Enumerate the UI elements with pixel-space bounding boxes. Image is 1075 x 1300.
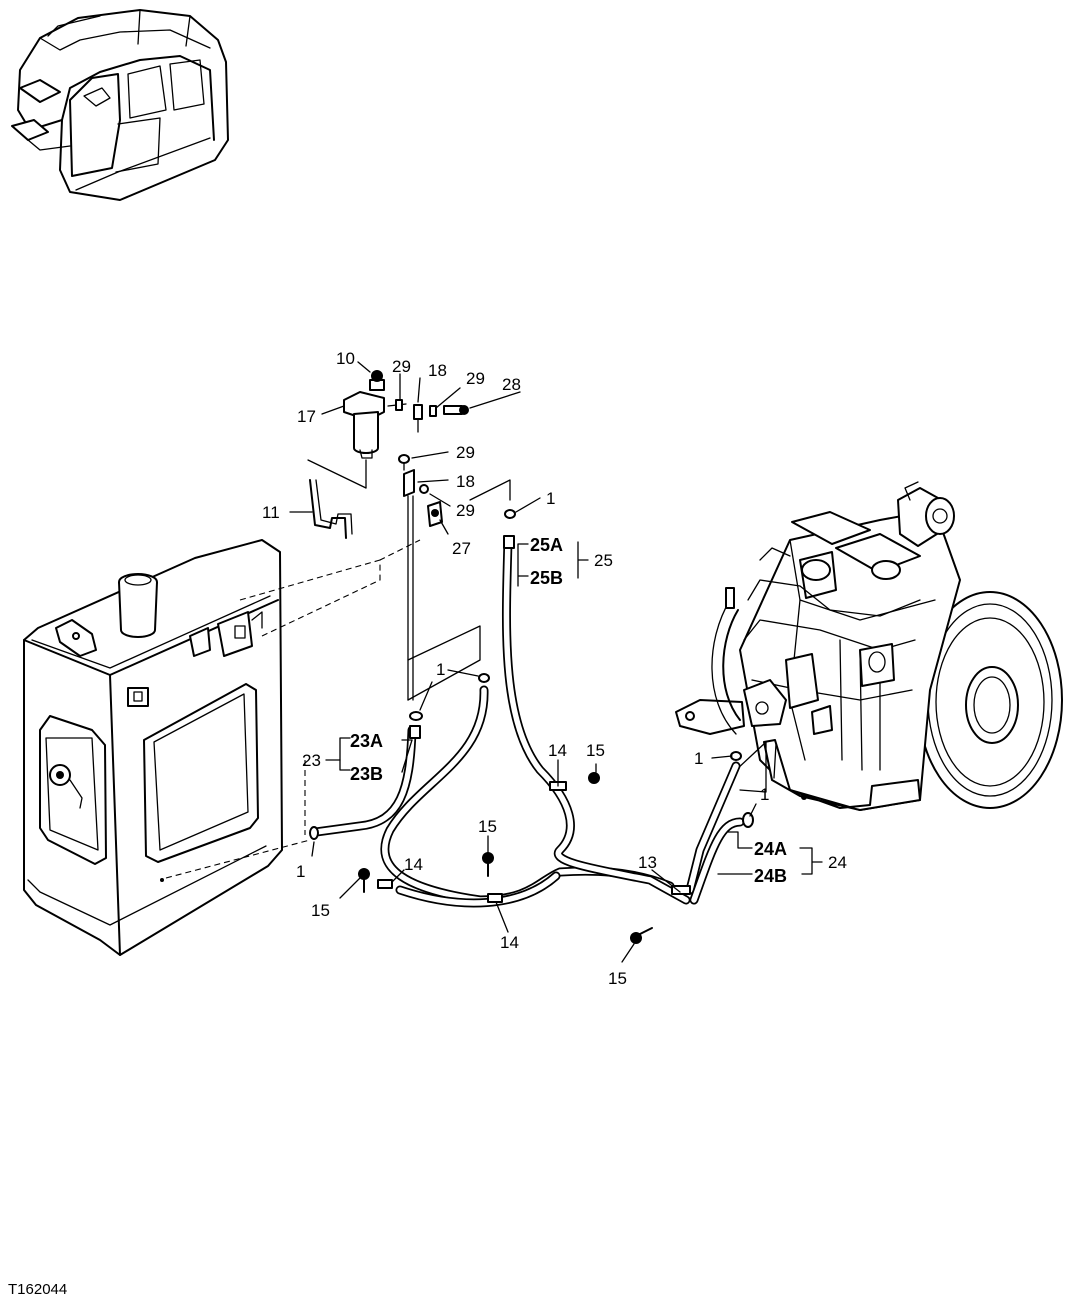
callout-1: 1 bbox=[436, 660, 445, 679]
callout-18: 18 bbox=[428, 361, 447, 380]
callout-17: 17 bbox=[297, 407, 316, 426]
callout-23b: 23B bbox=[350, 764, 383, 784]
figure-id: T162044 bbox=[8, 1281, 67, 1298]
callout-24a: 24A bbox=[754, 839, 787, 859]
callout-14: 14 bbox=[404, 855, 423, 874]
bracket-rod-11 bbox=[307, 459, 367, 539]
callout-29: 29 bbox=[456, 443, 475, 462]
callout-leaders bbox=[289, 361, 823, 963]
callout-29: 29 bbox=[456, 501, 475, 520]
callout-14: 14 bbox=[500, 933, 519, 952]
fuel-tank bbox=[23, 539, 283, 956]
callout-15: 15 bbox=[586, 741, 605, 760]
callout-25: 25 bbox=[594, 551, 613, 570]
callout-15: 15 bbox=[311, 901, 330, 920]
machine-locator-illustration bbox=[11, 9, 229, 201]
callout-15: 15 bbox=[478, 817, 497, 836]
callout-25a: 25A bbox=[530, 535, 563, 555]
callout-1: 1 bbox=[760, 785, 769, 804]
callout-25b: 25B bbox=[530, 568, 563, 588]
callout-29: 29 bbox=[392, 357, 411, 376]
callout-24b: 24B bbox=[754, 866, 787, 886]
callout-27: 27 bbox=[452, 539, 471, 558]
callout-1: 1 bbox=[694, 749, 703, 768]
callout-28: 28 bbox=[502, 375, 521, 394]
fuel-filter-assembly bbox=[343, 370, 469, 527]
callout-15: 15 bbox=[608, 969, 627, 988]
callout-14: 14 bbox=[548, 741, 567, 760]
callout-10: 10 bbox=[336, 349, 355, 368]
callout-24: 24 bbox=[828, 853, 847, 872]
callout-18: 18 bbox=[456, 472, 475, 491]
engine-assembly bbox=[675, 481, 1063, 811]
leader-lines bbox=[165, 479, 767, 879]
callout-23: 23 bbox=[302, 751, 321, 770]
callout-23a: 23A bbox=[350, 731, 383, 751]
callout-11: 11 bbox=[262, 503, 280, 522]
callout-29: 29 bbox=[466, 369, 485, 388]
fuel-hoses bbox=[311, 535, 745, 908]
callout-labels: 10 29 18 29 28 17 29 18 29 27 11 1 25A 2… bbox=[262, 349, 847, 988]
callout-13: 13 bbox=[638, 853, 657, 872]
callout-1: 1 bbox=[296, 862, 305, 881]
callout-1: 1 bbox=[546, 489, 555, 508]
